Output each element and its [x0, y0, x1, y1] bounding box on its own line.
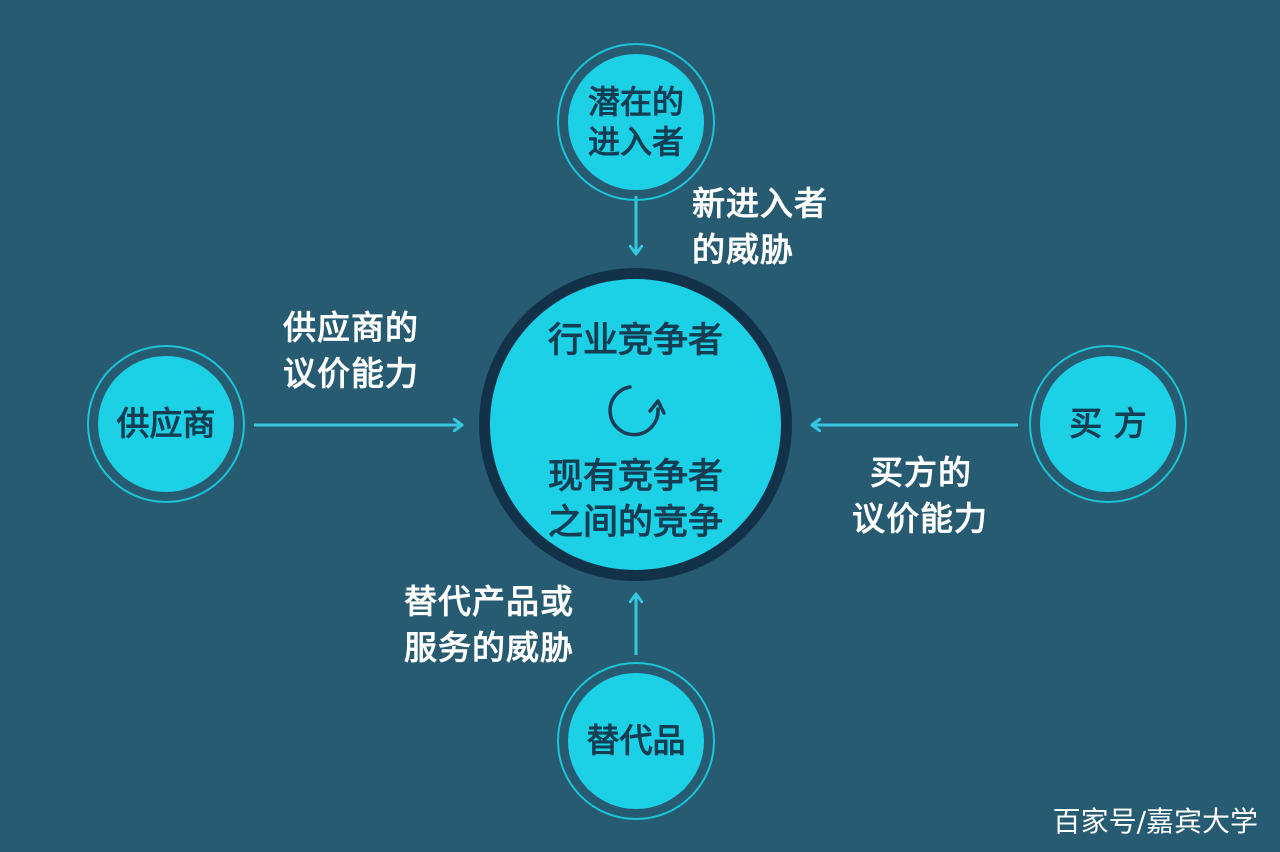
- buyer-power-line1: 买方的: [870, 453, 972, 492]
- watermark: 百家号/嘉宾大学: [1052, 805, 1258, 838]
- new-entrants-threat-label: 新进入者 的威胁: [692, 181, 828, 273]
- supplier-power-label: 供应商的 议价能力: [283, 305, 419, 397]
- rivalry-line2: 之间的竞争: [547, 503, 723, 543]
- buyers-label: 买 方: [1069, 404, 1147, 444]
- substitutes-label: 替代品: [586, 721, 686, 761]
- industry-competitors-title: 行业竞争者: [547, 321, 723, 361]
- buyers-ring: [1029, 345, 1187, 503]
- substitutes-threat-line2: 服务的威胁: [404, 628, 574, 667]
- buyer-power-label: 买方的 议价能力: [852, 450, 988, 542]
- suppliers-label: 供应商: [116, 404, 216, 444]
- substitutes-node: 替代品: [568, 673, 704, 809]
- supplier-power-line2: 议价能力: [283, 354, 419, 393]
- substitutes-threat-line1: 替代产品或: [404, 582, 574, 621]
- potential-entrants-line2: 进入者: [587, 123, 684, 161]
- potential-entrants-node: 潜在的 进入者: [568, 54, 704, 190]
- suppliers-ring: [87, 345, 245, 503]
- cycle-arrow-icon: [608, 385, 666, 437]
- buyers-node: 买 方: [1040, 356, 1176, 492]
- buyer-power-line2: 议价能力: [852, 499, 988, 538]
- substitutes-threat-label: 替代产品或 服务的威胁: [404, 579, 574, 671]
- substitutes-ring: [557, 662, 715, 820]
- new-entrants-threat-line2: 的威胁: [692, 230, 794, 269]
- industry-competitors-node: 行业竞争者 现有竞争者 之间的竞争: [490, 279, 781, 570]
- new-entrants-threat-line1: 新进入者: [692, 184, 828, 223]
- rivalry-line1: 现有竞争者: [547, 457, 723, 497]
- potential-entrants-line1: 潜在的: [587, 83, 684, 121]
- supplier-power-line1: 供应商的: [283, 308, 419, 347]
- suppliers-node: 供应商: [98, 356, 234, 492]
- potential-entrants-ring: [557, 43, 715, 201]
- rivalry-text: 现有竞争者 之间的竞争: [490, 454, 781, 546]
